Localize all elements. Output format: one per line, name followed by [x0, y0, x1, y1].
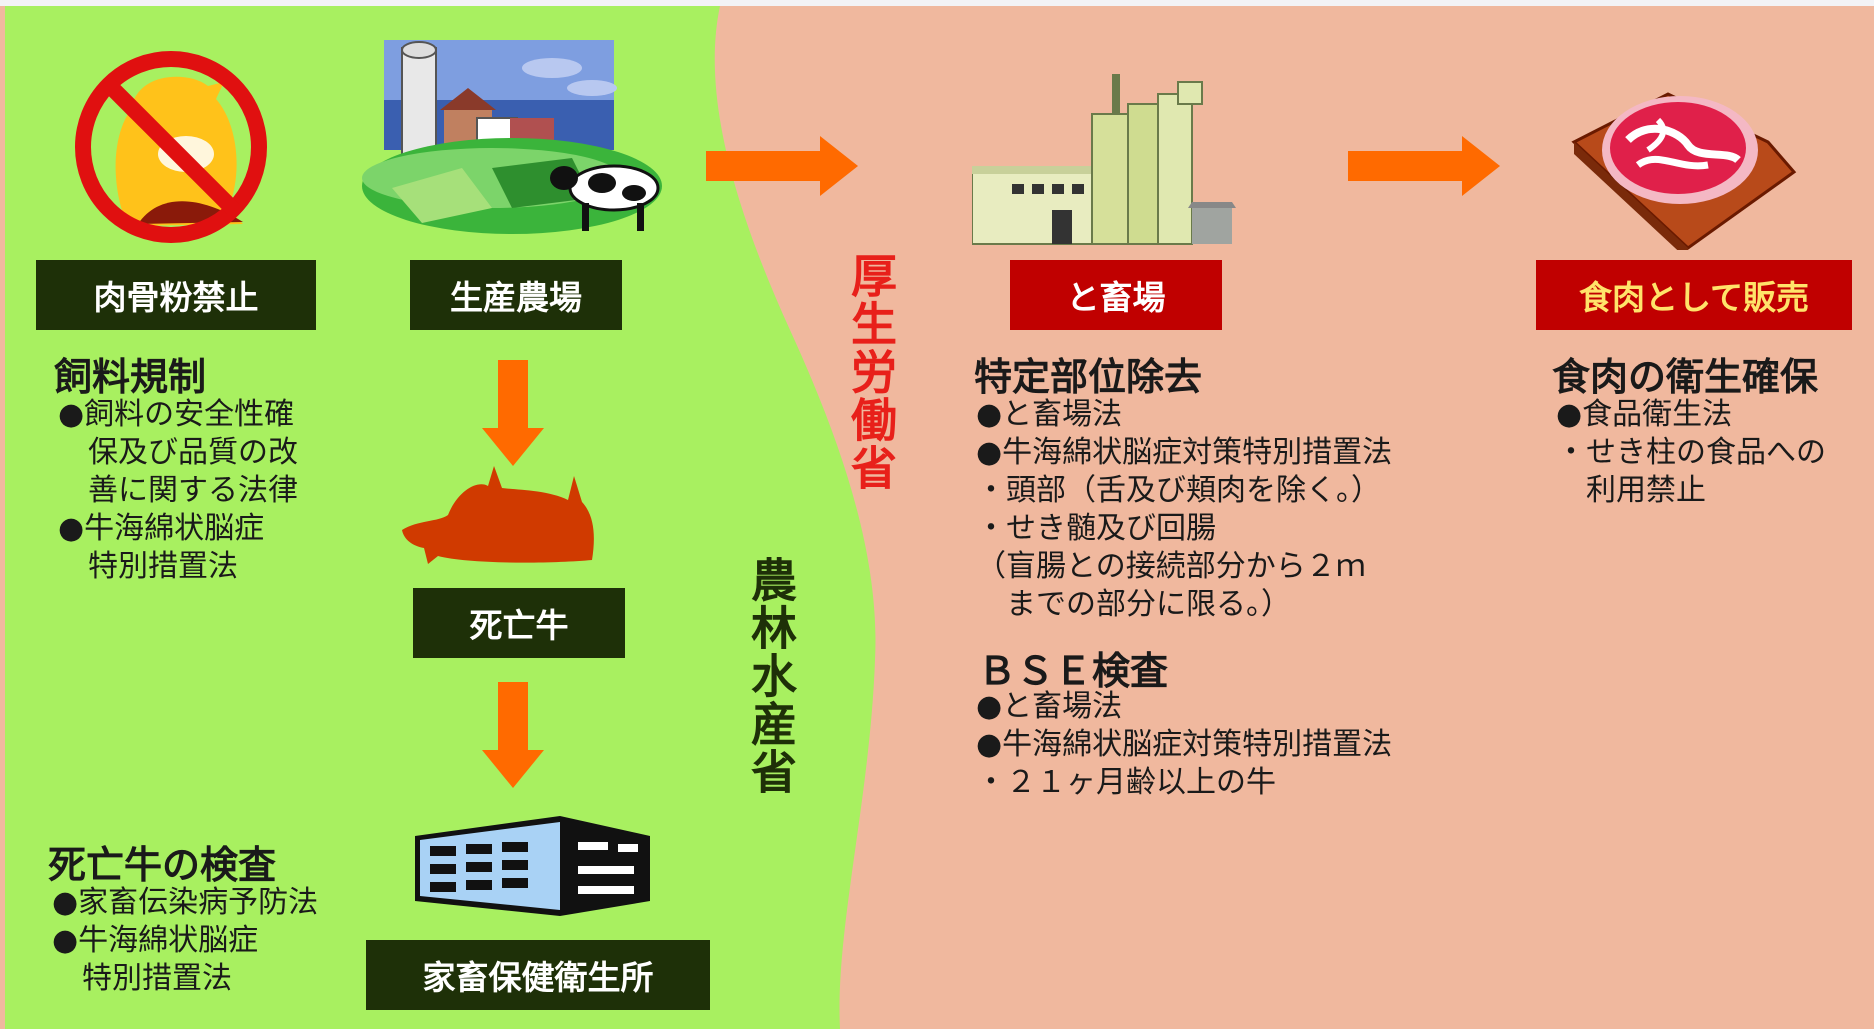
list-item: ●牛海綿状脳症	[58, 511, 265, 546]
list-item: ・せき柱の食品への	[1556, 435, 1826, 470]
list-item: ●家畜伝染病予防法	[52, 885, 319, 920]
list-item: ●食品衛生法	[1556, 397, 1733, 432]
office-building-icon	[415, 816, 650, 916]
list-item: 善に関する法律	[58, 473, 298, 508]
list-item: までの部分に限る。）	[976, 587, 1291, 622]
livestock-office-label: 家畜保健衛生所	[366, 940, 710, 1010]
maff-label: 農林水産省	[744, 556, 798, 796]
arrow-slaughterhouse-to-market	[1348, 136, 1500, 196]
list-item: ・頭部（舌及び頬肉を除く。）	[976, 473, 1381, 508]
meat-bone-ban-label: 肉骨粉禁止	[36, 260, 316, 330]
mhlw-label: 厚生労働省	[844, 252, 898, 492]
list-item: 利用禁止	[1556, 473, 1706, 508]
cow-icon	[550, 164, 660, 231]
meat-safety-list: ●食品衛生法 ・せき柱の食品への 利用禁止	[1556, 396, 1826, 510]
slaughterhouse-label: と畜場	[1010, 260, 1222, 330]
list-item: 特別措置法	[52, 961, 232, 996]
dead-cattle-inspection-list: ●家畜伝染病予防法 ●牛海綿状脳症 特別措置法	[52, 884, 318, 998]
arrow-farm-to-slaughterhouse	[706, 136, 858, 196]
list-item: ●牛海綿状脳症対策特別措置法	[976, 727, 1393, 762]
list-item: ●牛海綿状脳症	[52, 923, 259, 958]
bse-test-list: ●と畜場法 ●牛海綿状脳症対策特別措置法 ・２１ヶ月齢以上の牛	[976, 688, 1392, 802]
arrow-farm-to-dead-cattle	[482, 360, 544, 466]
dead-cattle-label: 死亡牛	[413, 588, 625, 658]
farm-label: 生産農場	[410, 260, 622, 330]
prohibited-feed-icon	[75, 51, 267, 243]
slaughterhouse-icon	[972, 74, 1236, 245]
list-item: ●牛海綿状脳症対策特別措置法	[976, 435, 1393, 470]
list-item: ●と畜場法	[976, 689, 1123, 724]
arrow-dead-cattle-to-office	[482, 682, 544, 788]
list-item: ●飼料の安全性確	[58, 397, 295, 432]
meat-icon	[1571, 92, 1797, 250]
dead-cow-icon	[402, 466, 594, 564]
srm-removal-list: ●と畜場法 ●牛海綿状脳症対策特別措置法 ・頭部（舌及び頬肉を除く。） ・せき髄…	[976, 396, 1392, 624]
list-item: 保及び品質の改	[58, 435, 298, 470]
list-item: ●と畜場法	[976, 397, 1123, 432]
meat-safety-heading: 食肉の衛生確保	[1552, 355, 1819, 399]
list-item: （盲腸との接続部分から２ｍ	[976, 549, 1366, 584]
list-item: ・２１ヶ月齢以上の牛	[976, 765, 1276, 800]
srm-removal-heading: 特定部位除去	[974, 355, 1203, 399]
farm-icon	[362, 40, 662, 234]
dead-cattle-inspection-heading: 死亡牛の検査	[48, 843, 277, 887]
list-item: ・せき髄及び回腸	[976, 511, 1216, 546]
bse-test-heading: ＢＳＥ検査	[978, 649, 1169, 693]
feed-regulation-heading: 飼料規制	[54, 355, 207, 399]
sold-as-meat-label: 食肉として販売	[1536, 260, 1852, 330]
list-item: 特別措置法	[58, 549, 238, 584]
feed-regulation-list: ●飼料の安全性確 保及び品質の改 善に関する法律 ●牛海綿状脳症 特別措置法	[58, 396, 298, 586]
